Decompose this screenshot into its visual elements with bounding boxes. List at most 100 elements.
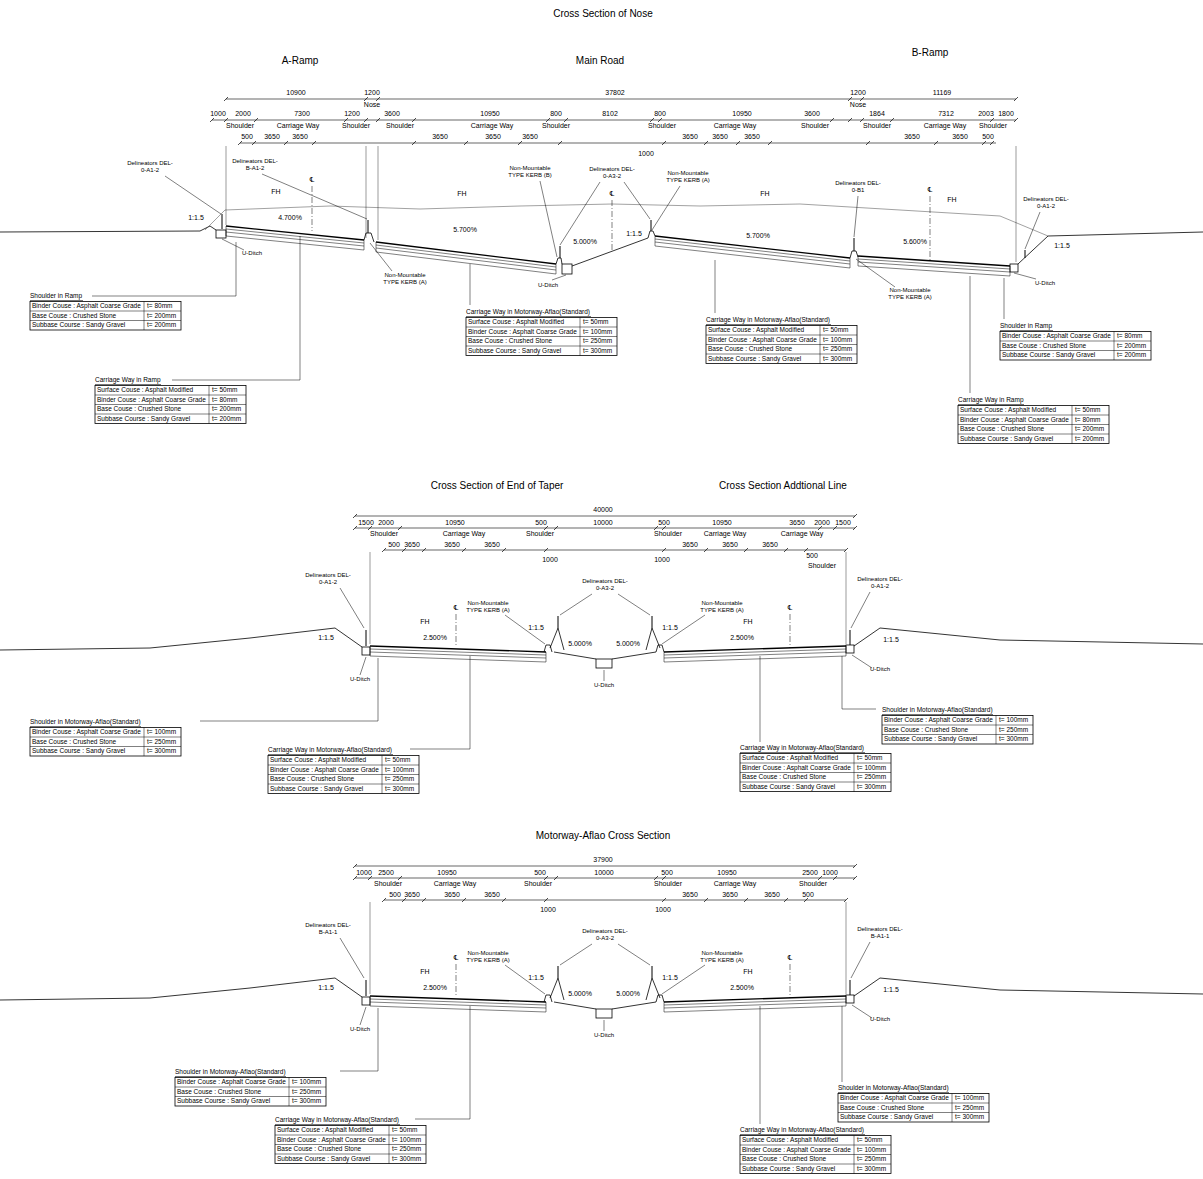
drawing-label: 10000 [594, 869, 613, 877]
leader-line [340, 588, 364, 628]
dimension-tick [368, 876, 372, 880]
table-cell: t= 250mm [392, 1145, 421, 1152]
drawing-label: U-Ditch [1035, 280, 1055, 287]
table-cell: Subbase Course : Sandy Gravel [32, 321, 125, 328]
drawing-label: 7312 [938, 110, 954, 118]
drawing-label: 1:1.5 [662, 624, 678, 632]
drawing-label: 1500 [358, 519, 374, 527]
ground-line [854, 628, 1203, 646]
table-cell: Surface Couse : Asphalt Modified [277, 1126, 373, 1133]
extension-line [846, 902, 847, 994]
layer-table-rule [706, 344, 857, 345]
dimension-tick [462, 548, 466, 552]
pavement-edge [364, 240, 365, 250]
drawing-label: FH [743, 968, 752, 976]
table-cell: t= 300mm [857, 783, 886, 790]
leader-line [92, 242, 236, 296]
drawing-label: 3650 [292, 133, 308, 141]
table-cell: Shoulder in Motorway-Aflao(Standard) [838, 1084, 949, 1091]
delineator-post [850, 980, 851, 995]
road-surface [370, 646, 546, 652]
drawing-label: 1000 [822, 869, 838, 877]
dimension-tick [502, 548, 506, 552]
layer-table-border [30, 728, 181, 757]
dimension-tick [1014, 97, 1018, 101]
dimension-tick [558, 141, 562, 145]
drawing-label: 3650 [485, 133, 501, 141]
dimension-tick [860, 118, 864, 122]
leader-line [851, 592, 870, 628]
layer-table-rule [389, 1126, 390, 1164]
drawing-label: 3650 [712, 133, 728, 141]
drawing-label: 3600 [804, 110, 820, 118]
drawing-label: ℄ [454, 954, 459, 962]
drawing-label: Carriage Way [434, 880, 477, 888]
drawing-label: ℄ [788, 954, 793, 962]
pavement-layer [370, 999, 546, 1005]
drawing-label: 5.000% [568, 990, 592, 998]
leader-line [552, 275, 566, 280]
drawing-label: 2.500% [423, 634, 447, 642]
leader-line [856, 259, 895, 287]
table-cell: t= 80mm [212, 396, 237, 403]
drawing-label: 3600 [384, 110, 400, 118]
dimension-line [355, 528, 855, 529]
table-cell: Base Couse : Crushed Stone [742, 773, 826, 780]
leader-line [652, 186, 680, 230]
table-cell: Subbase Course : Sandy Gravel [270, 785, 363, 792]
drawing-label: 10900 [286, 89, 305, 97]
drawing-label: 3650 [764, 891, 780, 899]
drawing-label: 5.700% [746, 232, 770, 240]
drawing-label: 37900 [593, 856, 612, 864]
drawing-label: 2000 [235, 110, 251, 118]
drawing-label: Motorway-Aflao Cross Section [536, 830, 671, 842]
leader-line [370, 243, 392, 271]
table-cell: Surface Couse : Asphalt Modified [960, 406, 1056, 413]
layer-table-rule [275, 1154, 426, 1155]
leader-line [505, 615, 545, 644]
median-slope [554, 652, 596, 659]
table-cell: Base Couse : Crushed Stone [708, 345, 792, 352]
dimension-tick [210, 118, 214, 122]
table-cell: Carriage Way in Motorway-Aflao(Standard) [740, 1126, 864, 1133]
layer-table-rule [1000, 341, 1151, 342]
leader-line [560, 594, 592, 615]
table-cell: Carriage Way in Motorway-Aflao(Standard) [706, 316, 830, 323]
title-underline [706, 324, 831, 325]
drawing-label: 3650 [762, 541, 778, 549]
layer-table-rule [706, 335, 857, 336]
table-cell: t= 250mm [857, 1155, 886, 1162]
table-cell: t= 100mm [147, 728, 176, 735]
drawing-label: ℄ [928, 186, 933, 194]
layer-table-rule [740, 763, 891, 764]
layer-table-rule [144, 302, 145, 331]
leader-line [618, 594, 650, 615]
pavement-layer [376, 248, 556, 270]
layer-table-rule [1114, 332, 1115, 361]
drawing-label: Non-Mountable TYPE KERB (A) [462, 950, 514, 964]
drawing-label: 500 [241, 133, 253, 141]
title-underline [175, 1076, 286, 1077]
delineator-post [368, 220, 369, 233]
drawing-label: 2.500% [423, 984, 447, 992]
table-cell: Base Couse : Crushed Stone [32, 312, 116, 319]
table-cell: Binder Couse : Asphalt Coarse Grade [884, 716, 993, 723]
dimension-tick [398, 526, 402, 530]
drawing-label: Shoulder [648, 122, 676, 130]
dimension-tick [564, 118, 568, 122]
drawing-label: Shoulder [524, 880, 552, 888]
layer-table-border [958, 406, 1109, 444]
drawing-label: Delineators DEL-0-A3-2 [582, 928, 628, 942]
drawing-label: Delineators DEL-0-A3-2 [582, 578, 628, 592]
layer-table-rule [740, 1145, 891, 1146]
drawing-label: 3650 [722, 541, 738, 549]
leader-line [970, 276, 971, 393]
dimension-tick [376, 97, 380, 101]
table-cell: t= 250mm [999, 726, 1028, 733]
dimension-tick [654, 876, 658, 880]
drawing-label: Cross Section of End of Taper [431, 480, 564, 492]
layer-table-rule [820, 326, 821, 364]
drawing-label: Carriage Way [277, 122, 320, 130]
layer-table-border [882, 716, 1033, 745]
